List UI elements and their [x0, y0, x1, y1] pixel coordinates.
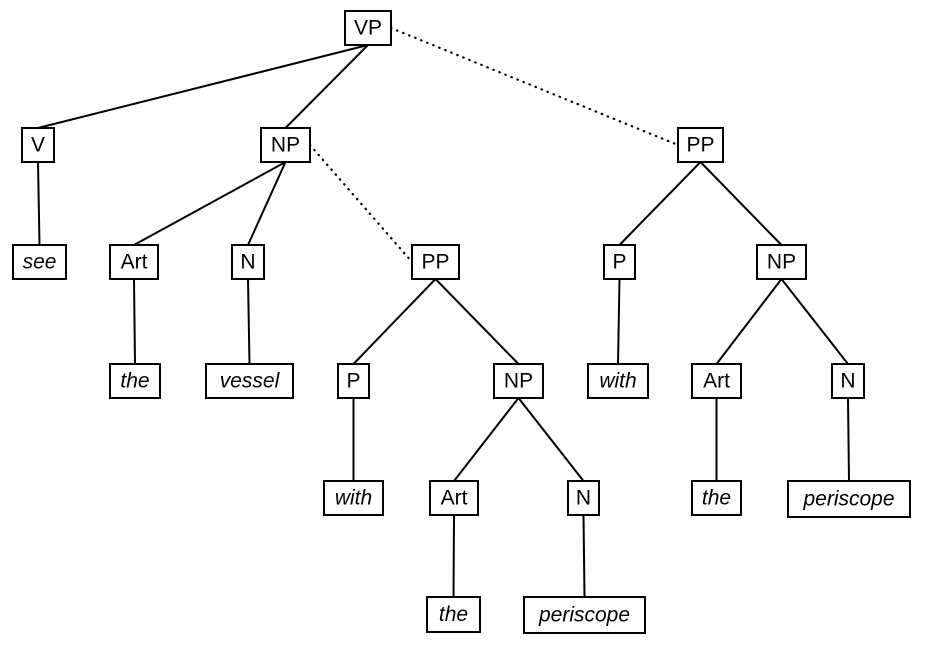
- tree-edge-n1-to-vessel: [247, 278, 251, 365]
- node-label-np_right: NP: [767, 251, 796, 274]
- tree-edge-np_right-to-art_r: [715, 278, 783, 365]
- node-box-periscope_r: [787, 480, 911, 518]
- node-box-np_right: [756, 244, 807, 280]
- tree-edge-np1-to-art1: [133, 161, 286, 246]
- tree-edge-np_mid-to-art_m: [453, 397, 520, 482]
- tree-edge-vp-to-np1: [284, 44, 369, 129]
- tree-edge-np_right-to-n_r: [780, 278, 849, 365]
- node-box-p_mid: [337, 363, 370, 399]
- tree-node-n1[interactable]: N: [231, 244, 265, 280]
- node-box-vessel: [205, 363, 294, 399]
- edge-layer: [37, 26, 850, 598]
- node-label-pp_right: PP: [686, 134, 714, 157]
- node-label-n1: N: [240, 251, 255, 274]
- node-label-with_r: with: [599, 370, 636, 393]
- node-box-art1: [109, 244, 159, 280]
- tree-node-np_right[interactable]: NP: [756, 244, 807, 280]
- tree-edge-art1-to-the1: [133, 278, 136, 365]
- node-box-p_right: [603, 244, 636, 280]
- tree-node-p_right[interactable]: P: [603, 244, 636, 280]
- node-label-p_mid: P: [346, 370, 360, 393]
- node-box-np1: [260, 127, 311, 163]
- node-label-the1: the: [120, 370, 149, 393]
- tree-node-see[interactable]: see: [12, 244, 67, 280]
- node-label-with_m: with: [335, 487, 372, 510]
- node-label-periscope_r: periscope: [802, 488, 894, 511]
- node-box-the_r: [691, 480, 742, 516]
- tree-edge-vp-to-pp_right: [389, 26, 680, 147]
- tree-edge-v-to-see: [37, 161, 41, 246]
- tree-edge-pp_right-to-np_right: [699, 161, 783, 246]
- tree-node-art1[interactable]: Art: [109, 244, 159, 280]
- tree-node-np1[interactable]: NP: [260, 127, 311, 163]
- node-box-with_r: [587, 363, 649, 399]
- node-label-art_m: Art: [441, 487, 468, 510]
- tree-edge-np_mid-to-n_m: [517, 397, 585, 482]
- node-label-art1: Art: [121, 251, 148, 274]
- node-box-the_m: [426, 596, 481, 633]
- node-label-np_mid: NP: [504, 370, 533, 393]
- node-box-see: [12, 244, 67, 280]
- tree-edge-np1-to-n1: [247, 161, 287, 246]
- tree-node-the_m[interactable]: the: [426, 596, 481, 633]
- node-label-v: V: [31, 134, 45, 157]
- node-box-n_r: [831, 363, 865, 399]
- node-label-see: see: [23, 251, 57, 274]
- node-label-the_r: the: [702, 487, 731, 510]
- node-box-pp_mid: [411, 244, 460, 280]
- tree-node-periscope_r[interactable]: periscope: [787, 480, 911, 518]
- tree-node-the1[interactable]: the: [109, 363, 161, 399]
- node-label-art_r: Art: [703, 370, 730, 393]
- node-box-with_m: [323, 480, 384, 516]
- tree-node-vp[interactable]: VP: [344, 10, 392, 46]
- node-box-vp: [344, 10, 392, 46]
- node-label-np1: NP: [271, 134, 300, 157]
- tree-node-v[interactable]: V: [21, 127, 55, 163]
- node-box-np_mid: [493, 363, 544, 399]
- tree-node-n_r[interactable]: N: [831, 363, 865, 399]
- node-box-pp_right: [677, 127, 724, 163]
- node-box-n1: [231, 244, 265, 280]
- node-label-pp_mid: PP: [421, 251, 449, 274]
- tree-node-p_mid[interactable]: P: [337, 363, 370, 399]
- tree-edge-n_r-to-periscope_r: [847, 397, 850, 482]
- tree-node-periscope_m[interactable]: periscope: [523, 596, 646, 634]
- tree-node-with_m[interactable]: with: [323, 480, 384, 516]
- tree-edge-n_m-to-periscope_m: [582, 514, 586, 598]
- node-label-n_r: N: [840, 370, 855, 393]
- node-label-vp: VP: [354, 17, 382, 40]
- node-box-v: [21, 127, 55, 163]
- node-label-p_right: P: [612, 251, 626, 274]
- tree-node-art_r[interactable]: Art: [691, 363, 742, 399]
- node-label-the_m: the: [439, 603, 468, 626]
- tree-edge-vp-to-v: [37, 44, 369, 129]
- tree-edge-pp_mid-to-p_mid: [352, 278, 437, 365]
- node-box-n_m: [567, 480, 600, 516]
- tree-node-pp_mid[interactable]: PP: [411, 244, 460, 280]
- tree-edge-p_right-to-with_r: [617, 278, 621, 365]
- node-box-art_r: [691, 363, 742, 399]
- tree-edge-np1-to-pp_mid: [308, 143, 414, 264]
- node-box-periscope_m: [523, 596, 646, 634]
- node-label-n_m: N: [576, 487, 591, 510]
- tree-node-vessel[interactable]: vessel: [205, 363, 294, 399]
- node-label-periscope_m: periscope: [538, 604, 630, 627]
- node-box-art_m: [429, 480, 479, 516]
- tree-node-art_m[interactable]: Art: [429, 480, 479, 516]
- tree-node-with_r[interactable]: with: [587, 363, 649, 399]
- tree-edge-art_m-to-the_m: [452, 514, 455, 598]
- tree-edge-pp_right-to-p_right: [618, 161, 702, 246]
- tree-node-the_r[interactable]: the: [691, 480, 742, 516]
- tree-node-pp_right[interactable]: PP: [677, 127, 724, 163]
- tree-node-np_mid[interactable]: NP: [493, 363, 544, 399]
- node-box-the1: [109, 363, 161, 399]
- node-label-vessel: vessel: [220, 370, 281, 393]
- tree-node-n_m[interactable]: N: [567, 480, 600, 516]
- tree-edge-pp_mid-to-np_mid: [434, 278, 520, 365]
